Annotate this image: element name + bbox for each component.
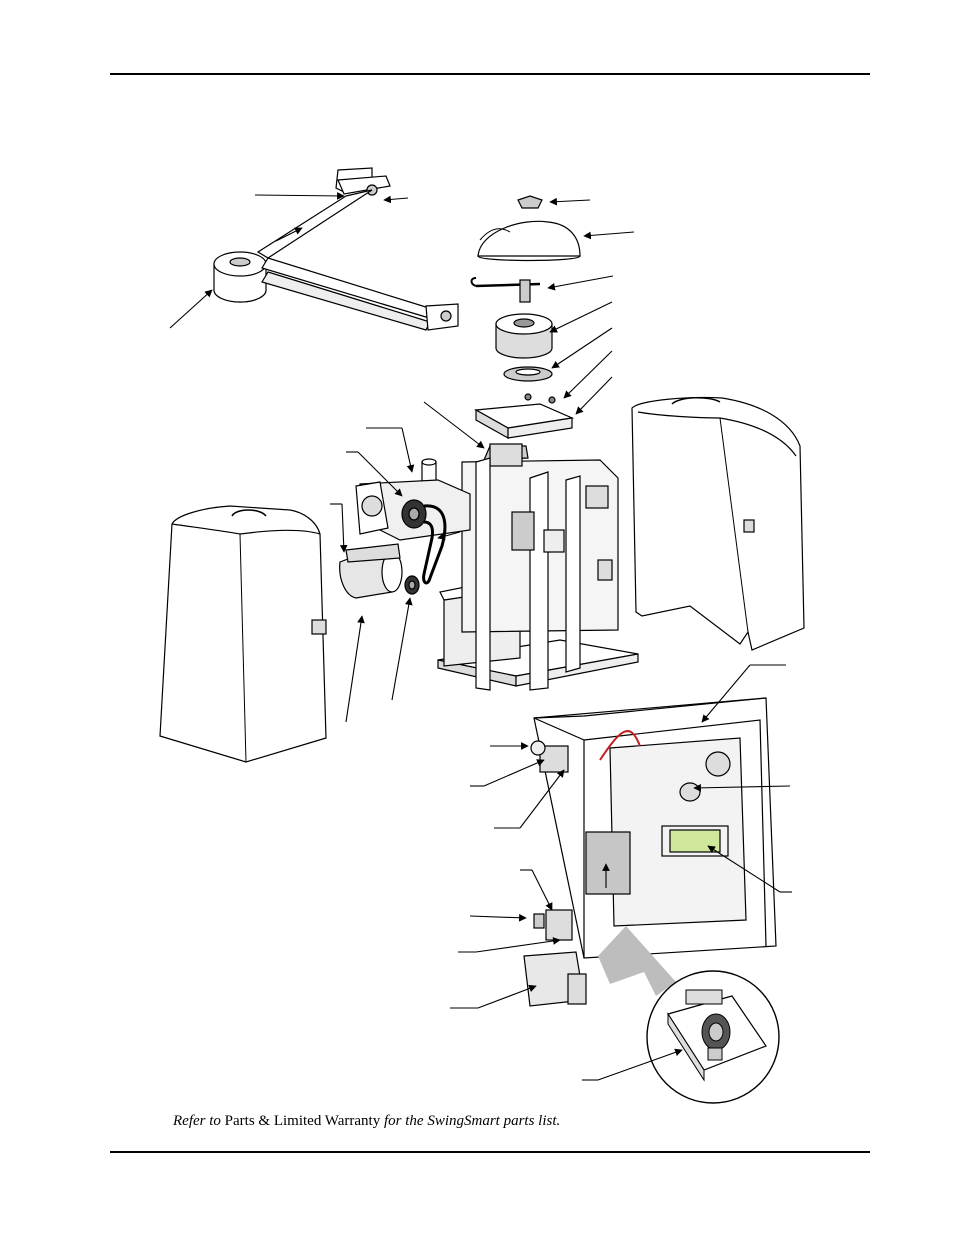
callout-arrow (437, 531, 461, 540)
callout-arrow (423, 401, 485, 449)
callout-arrow (477, 984, 537, 1009)
callout-arrow (169, 289, 213, 329)
callout-arrow (519, 769, 565, 829)
zoom-arrow (598, 926, 676, 996)
header-rule (110, 73, 870, 75)
callout-arrow (483, 759, 545, 787)
footer-rule (110, 1151, 870, 1153)
chassis-frame (437, 443, 639, 691)
drive-belt (422, 504, 447, 585)
callout-arrow (475, 937, 561, 953)
caption-suffix: for the SwingSmart parts list. (383, 1113, 561, 1129)
callout-arrow (391, 597, 413, 701)
callout-arrow (563, 350, 613, 399)
dome-cap (477, 220, 581, 257)
left-cover (159, 505, 327, 763)
callout-arrow (275, 227, 303, 242)
callout-arrow (707, 845, 781, 893)
callout-arrow (339, 503, 348, 553)
callout-arrow (383, 195, 409, 204)
caption-reference-link[interactable]: Parts & Limited Warranty (224, 1113, 381, 1129)
callout-arrow (357, 451, 403, 497)
callout-arrow (597, 1048, 683, 1081)
callout-arrow (547, 275, 614, 291)
callout-arrow (531, 869, 553, 911)
callout-arrow (254, 192, 345, 200)
zoom-inset (598, 926, 780, 1104)
upper-arm (256, 189, 373, 259)
parts-list-caption: Refer to Parts & Limited Warranty for th… (173, 1113, 560, 1130)
callout-arrow (401, 427, 415, 473)
callout-arrow (551, 327, 613, 369)
callout-arrow (701, 664, 751, 723)
top-nut (517, 195, 543, 209)
callout-arrows (169, 192, 792, 1081)
callout-arrow (549, 301, 613, 333)
right-cover (631, 396, 805, 651)
callout-arrow (469, 913, 527, 922)
callout-arrow (693, 784, 791, 792)
callout-arrow (575, 376, 613, 415)
motor-gearbox (339, 458, 471, 599)
arm-assembly (213, 167, 459, 331)
callout-arrow (549, 197, 591, 206)
callout-arrow (583, 231, 635, 240)
caption-prefix: Refer to (173, 1113, 221, 1129)
control-box (523, 697, 777, 1007)
callout-arrow (345, 615, 365, 723)
